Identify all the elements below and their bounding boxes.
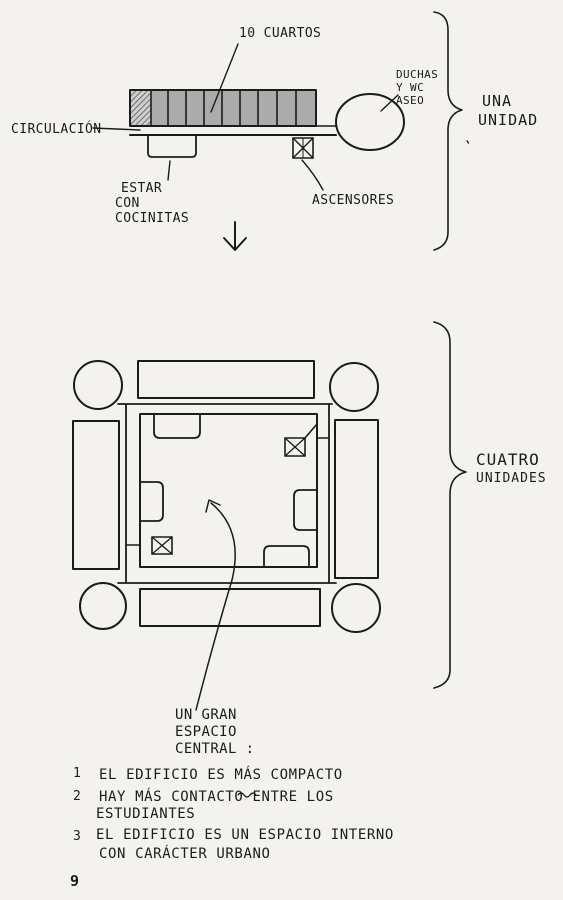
one-unit-label-line2: UNIDAD: [478, 111, 539, 129]
lounge-left: [139, 481, 164, 522]
one-unit-label-line1: UNA: [482, 92, 513, 110]
room-dividers: [150, 89, 297, 127]
central-space-label-line2: ESPACIO: [175, 724, 237, 740]
four-units-label-line2: UNIDADES: [476, 471, 547, 486]
note-3-number: 3: [73, 829, 81, 844]
stair-hatch: [130, 90, 151, 126]
lounge-bottom: [263, 545, 310, 568]
showers-label-line1: DUCHAS: [396, 68, 439, 81]
elevator-top-right: [284, 437, 306, 457]
four-units-brace: [433, 321, 467, 689]
lounge-label-line1: ESTAR: [121, 181, 163, 196]
corner-circle-bottom-left: [79, 582, 127, 630]
elevator-symbol: [292, 137, 314, 159]
wing-left: [72, 420, 120, 570]
note-2-number: 2: [73, 789, 81, 804]
four-units-label-line1: CUATRO: [476, 450, 540, 469]
showers-label-line3: ASEO: [396, 94, 425, 107]
showers-label-line2: Y WC: [396, 81, 425, 94]
corridor-lines: [117, 403, 337, 584]
note-2-line2: ESTUDIANTES: [96, 806, 196, 822]
rooms-strip: [130, 90, 316, 126]
lounge-label: ESTAR CON COCINITAS: [115, 181, 189, 226]
corner-circle-bottom-right: [331, 583, 381, 633]
rooms-label: 10 CUARTOS: [239, 26, 322, 41]
four-units-diagram: [72, 321, 467, 711]
one-unit-label: UNA UNIDAD: [478, 92, 538, 130]
wing-bottom: [139, 588, 321, 627]
corner-circle-top-left: [73, 360, 123, 410]
unit-diagram: [92, 11, 470, 251]
showers-label: DUCHAS Y WC ASEO: [396, 68, 438, 107]
note-3-line1: EL EDIFICIO ES UN ESPACIO INTERNO: [96, 827, 394, 843]
showers-circle: [335, 93, 405, 151]
note-1-number: 1: [73, 766, 81, 781]
lounge-outline: [147, 134, 197, 158]
elevators-label: ASCENSORES: [312, 193, 395, 208]
central-space-label-line3: CENTRAL :: [175, 741, 255, 757]
wing-top: [137, 360, 315, 399]
four-units-label: CUATRO UNIDADES: [476, 450, 547, 488]
note-1-text: EL EDIFICIO ES MÁS COMPACTO: [99, 767, 343, 783]
corner-circle-top-right: [329, 362, 379, 412]
circulation-label: CIRCULACIÓN: [11, 122, 102, 137]
central-courtyard: [139, 413, 318, 568]
note-3-line2: CON CARÁCTER URBANO: [99, 846, 271, 862]
lounge-top: [153, 413, 201, 439]
lounge-label-line2: CON: [115, 196, 140, 211]
unit-brace: [433, 11, 463, 251]
central-space-label: UN GRAN ESPACIO CENTRAL :: [175, 707, 254, 758]
wing-right: [334, 419, 379, 579]
note-2-line1: HAY MÁS CONTACTO ENTRE LOS: [99, 789, 334, 805]
down-arrow: [223, 221, 247, 251]
lounge-label-line3: COCINITAS: [115, 211, 190, 226]
central-space-label-line1: UN GRAN: [175, 707, 237, 723]
elevator-bottom-left: [151, 536, 173, 555]
center-arrow: [195, 502, 236, 711]
page-number: 9: [70, 872, 80, 890]
lounge-right: [293, 489, 318, 531]
